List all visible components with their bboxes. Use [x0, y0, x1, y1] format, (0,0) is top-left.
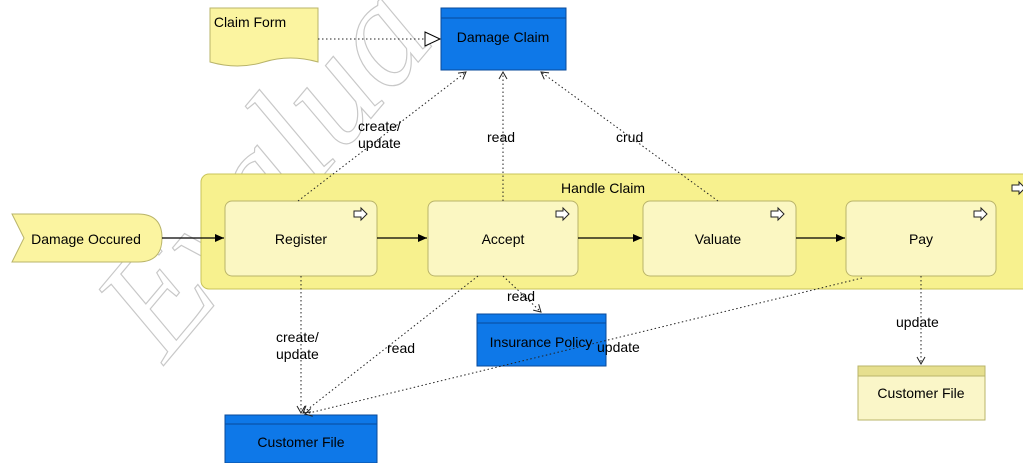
process-register-icon	[353, 206, 368, 222]
process-register-label: Register	[275, 231, 327, 247]
label-register-customerfile-1: create/	[276, 329, 319, 345]
relation-accept-policy[interactable]	[502, 275, 542, 313]
object-customer-file-yellow[interactable]: Customer File	[857, 365, 986, 421]
label-register-damageclaim-1: create/	[358, 118, 401, 134]
relation-valuate-damageclaim[interactable]	[540, 71, 719, 202]
process-valuate-icon	[770, 206, 785, 222]
representation-claim-form[interactable]: Claim Form	[209, 7, 319, 67]
process-pay-icon	[973, 206, 988, 222]
process-accept-icon	[555, 206, 570, 222]
label-accept-customerfile: read	[387, 340, 415, 356]
object-customer-file-yellow-label: Customer File	[877, 385, 964, 401]
object-insurance-policy[interactable]: Insurance Policy	[476, 313, 607, 367]
label-pay-customerfile-blue: update	[597, 339, 640, 355]
handle-claim-container[interactable]: Handle Claim	[200, 173, 1023, 290]
label-accept-damageclaim: read	[487, 129, 515, 145]
process-pay-label: Pay	[909, 231, 933, 247]
object-damage-claim-label: Damage Claim	[457, 29, 550, 45]
process-valuate-label: Valuate	[695, 231, 742, 247]
process-register[interactable]: Register	[224, 200, 378, 277]
object-customer-file-blue[interactable]: Customer File	[224, 414, 378, 463]
object-customer-file-blue-label: Customer File	[257, 434, 344, 450]
event-damage-occured-label: Damage Occured	[31, 231, 141, 247]
process-accept-label: Accept	[482, 231, 525, 247]
handle-claim-label: Handle Claim	[561, 180, 645, 196]
event-damage-occured[interactable]: Damage Occured	[11, 213, 163, 263]
label-register-customerfile-2: update	[276, 346, 319, 362]
label-register-damageclaim-2: update	[358, 135, 401, 151]
process-accept[interactable]: Accept	[427, 200, 579, 277]
label-pay-customerfile-yellow: update	[896, 314, 939, 330]
object-damage-claim[interactable]: Damage Claim	[440, 7, 567, 71]
process-valuate[interactable]: Valuate	[642, 200, 797, 277]
object-insurance-policy-label: Insurance Policy	[490, 334, 593, 350]
representation-claim-form-label: Claim Form	[214, 14, 286, 30]
relation-register-damageclaim[interactable]	[297, 71, 467, 202]
label-valuate-damageclaim: crud	[616, 129, 643, 145]
handle-claim-process-icon	[1011, 180, 1023, 196]
relation-accept-customerfile[interactable]	[302, 275, 479, 414]
process-pay[interactable]: Pay	[845, 200, 997, 277]
label-accept-policy: read	[507, 288, 535, 304]
